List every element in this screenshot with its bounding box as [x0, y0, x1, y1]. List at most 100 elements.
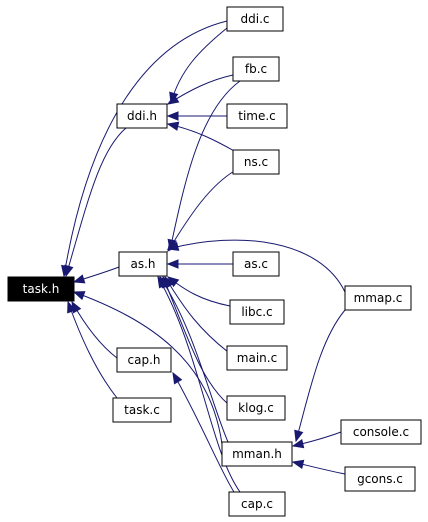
node-label: as.h [130, 257, 155, 271]
edge-cap-c-to-as-h [157, 275, 241, 493]
edge-line [172, 372, 235, 493]
edge-ddi-c-to-ddi-h [169, 27, 228, 105]
arrowhead [67, 300, 77, 314]
edge-line [167, 239, 346, 293]
node-label: task.h [23, 282, 60, 296]
node-ddi-c[interactable]: ddi.c [226, 6, 284, 32]
edge-task-c-to-task-h [67, 300, 118, 399]
node-label: ns.c [244, 155, 268, 169]
node-label: libc.c [241, 305, 272, 319]
node-box[interactable] [7, 276, 75, 302]
node-box[interactable] [232, 56, 280, 82]
edge-main-c-to-as-h [164, 275, 229, 353]
node-gcons-c[interactable]: gcons.c [344, 466, 416, 492]
edge-line [164, 276, 229, 353]
node-box[interactable] [226, 395, 286, 421]
edge-time-c-to-ddi-h [166, 111, 227, 121]
arrowhead [291, 438, 305, 449]
edge-klog-c-to-as-h [162, 275, 229, 405]
arrowhead [172, 371, 183, 385]
edge-line [295, 309, 346, 442]
arrowhead [157, 275, 168, 289]
node-label: gcons.c [357, 472, 403, 486]
edge-line [65, 127, 127, 277]
node-box[interactable] [344, 285, 412, 311]
edge-as-h-to-task-h [72, 266, 120, 284]
node-box[interactable] [112, 397, 172, 423]
node-task-c[interactable]: task.c [112, 397, 172, 423]
edge-gcons-c-to-mman-h [291, 459, 346, 475]
edge-line [167, 169, 237, 252]
node-as-h[interactable]: as.h [118, 251, 168, 277]
edge-cap-c-to-cap-h [172, 371, 235, 493]
edge-libc-c-to-as-h [166, 276, 231, 307]
edge-as-c-to-as-h [166, 259, 233, 269]
arrowhead [166, 121, 180, 131]
arrowhead [166, 94, 180, 105]
node-label: cap.c [241, 497, 273, 511]
node-label: fb.c [245, 62, 267, 76]
node-libc-c[interactable]: libc.c [229, 299, 285, 325]
node-box[interactable] [226, 6, 284, 32]
node-box[interactable] [228, 491, 286, 517]
arrowhead [294, 429, 304, 443]
edge-line [162, 276, 229, 405]
edge-ddi-c-to-task-h [61, 20, 228, 278]
edge-fb-c-to-ddi-h [166, 74, 234, 105]
node-label: mmap.c [354, 291, 403, 305]
node-label: time.c [238, 109, 276, 123]
edges-layer [61, 20, 346, 493]
arrowhead [72, 274, 86, 284]
edge-line [157, 276, 241, 493]
node-main-c[interactable]: main.c [226, 345, 288, 371]
node-label: as.c [244, 257, 268, 271]
edge-console-c-to-mman-h [291, 431, 342, 449]
node-task-h[interactable]: task.h [7, 276, 75, 302]
edge-mmap-c-to-mman-h [294, 309, 346, 443]
node-klog-c[interactable]: klog.c [226, 395, 286, 421]
arrowhead [291, 459, 305, 470]
node-box[interactable] [232, 149, 280, 175]
node-box[interactable] [229, 299, 285, 325]
node-label: console.c [353, 425, 409, 439]
node-label: ddi.c [241, 12, 270, 26]
node-cap-c[interactable]: cap.c [228, 491, 286, 517]
edge-ns-c-to-ddi-h [166, 121, 237, 153]
edge-mman-h-to-task-h [72, 291, 223, 445]
edge-mmap-c-to-as-h [166, 239, 346, 293]
edge-line [159, 276, 229, 443]
node-box[interactable] [221, 441, 293, 467]
node-label: task.c [124, 403, 160, 417]
edge-ddi-h-to-task-h [64, 127, 127, 278]
nodes-layer: task.h ddi.c fb.c ddi.h time.c ns.c as.h as.c mm… [7, 6, 422, 517]
node-label: main.c [237, 351, 277, 365]
node-box[interactable] [340, 419, 422, 445]
node-mman-h[interactable]: mman.h [221, 441, 293, 467]
edge-line [167, 74, 234, 105]
node-box[interactable] [116, 347, 172, 373]
node-label: ddi.h [127, 109, 157, 123]
node-ns-c[interactable]: ns.c [232, 149, 280, 175]
node-label: klog.c [238, 401, 274, 415]
node-cap-h[interactable]: cap.h [116, 347, 172, 373]
node-console-c[interactable]: console.c [340, 419, 422, 445]
node-label: cap.h [128, 353, 161, 367]
node-mmap-c[interactable]: mmap.c [344, 285, 412, 311]
node-box[interactable] [118, 251, 168, 277]
node-box[interactable] [232, 251, 280, 277]
edge-line [169, 80, 241, 251]
node-label: mman.h [232, 447, 282, 461]
node-box[interactable] [226, 103, 288, 129]
node-time-c[interactable]: time.c [226, 103, 288, 129]
node-ddi-h[interactable]: ddi.h [116, 103, 168, 129]
arrowhead [166, 241, 180, 251]
node-box[interactable] [344, 466, 416, 492]
node-box[interactable] [226, 345, 288, 371]
edge-line [63, 20, 228, 277]
node-fb-c[interactable]: fb.c [232, 56, 280, 82]
edge-line [167, 123, 237, 153]
arrowhead [72, 291, 86, 301]
edge-line [170, 27, 228, 104]
node-as-c[interactable]: as.c [232, 251, 280, 277]
node-box[interactable] [116, 103, 168, 129]
